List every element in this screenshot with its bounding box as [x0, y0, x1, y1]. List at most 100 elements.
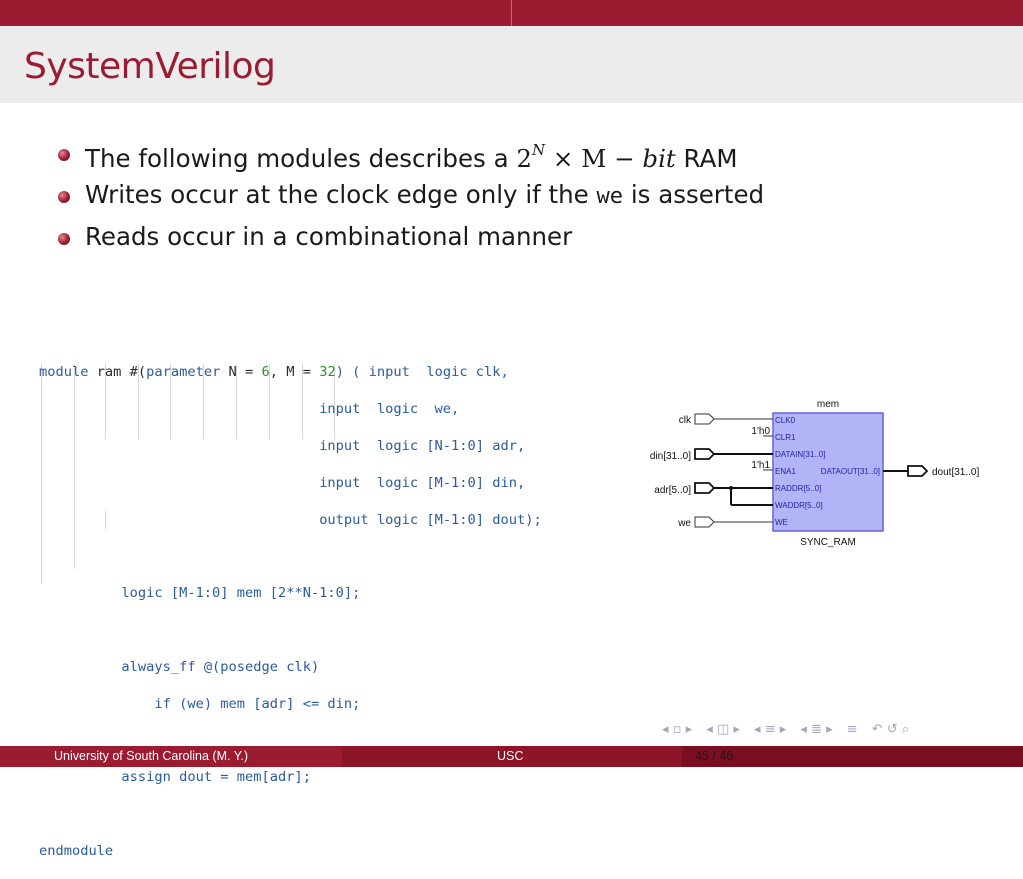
footer-author: University of South Carolina (M. Y.) [54, 749, 249, 763]
banner-divider [511, 0, 512, 26]
footer-segment [342, 746, 682, 767]
nav-toc-icon[interactable]: ≡ [846, 722, 858, 737]
code-line [39, 621, 542, 639]
bullet-text: The following modules describes a [85, 144, 517, 174]
bullet-icon [58, 191, 70, 203]
bullet-icon [58, 149, 70, 161]
pin-shape [694, 482, 716, 494]
indent-guide [269, 364, 270, 439]
code-token: logic [376, 474, 419, 491]
nav-subsection-icon[interactable]: ◂ ≡ ▸ [754, 722, 787, 737]
title-band: SystemVerilog [0, 26, 1023, 103]
block-name: mem [817, 399, 839, 410]
pin-shape [694, 516, 715, 528]
port-label: RADDR[5..0] [775, 484, 821, 493]
nav-section-icon[interactable]: ◂ ◫ ▸ [706, 722, 740, 737]
pin-label: adr[5..0] [654, 485, 691, 496]
bullet-list: The following modules describes a 2N × M… [58, 136, 764, 262]
code-token: [N-1:0] adr, [418, 438, 526, 454]
port-label: CLR1 [775, 433, 796, 442]
slide-title: SystemVerilog [24, 46, 276, 87]
code-line: input logic [N-1:0] adr, [39, 437, 542, 455]
indent-guide [74, 364, 75, 569]
nav-search-icon[interactable]: ↶ ↺ ⌕ [871, 722, 910, 737]
math-rest: × M − [545, 144, 643, 174]
pin-label: din[31..0] [650, 451, 691, 462]
code-line: module ram #(parameter N = 6, M = 32) ( … [39, 363, 542, 381]
indent-guide [41, 364, 42, 584]
code-token: [M-1:0] dout); [418, 511, 542, 528]
code-token: if [154, 695, 171, 712]
pin-label: dout[31..0] [932, 467, 979, 478]
math-bit: bit [642, 144, 676, 174]
indent-guide [170, 364, 171, 439]
code-line: endmodule [39, 842, 542, 860]
indent-guide [203, 364, 204, 439]
code-token: [M-1:0] din, [418, 474, 526, 491]
bullet-text: Reads occur in a combinational manner [85, 222, 573, 251]
math-expression: 2N × M − bit [516, 141, 676, 174]
code-token: [M-1:0] mem [2**N-1:0]; [162, 585, 361, 602]
bullet-item: The following modules describes a 2N × M… [58, 136, 764, 178]
footer-segment [682, 746, 1023, 767]
footer-page-number: 45 / 46 [695, 749, 734, 763]
indent-guide [105, 511, 106, 529]
code-line: assign dout = mem[adr]; [39, 768, 542, 786]
port-label: WADDR[5..0] [775, 501, 823, 510]
port-label: DATAOUT[31..0] [821, 467, 880, 476]
code-token [410, 364, 426, 380]
code-token: output [319, 511, 369, 528]
bullet-text: Writes occur at the clock edge only if t… [85, 180, 597, 209]
bullet-icon [58, 233, 70, 245]
bullet-text-suffix: is asserted [623, 180, 765, 209]
code-line: always_ff @(posedge clk) [39, 658, 542, 676]
code-token: logic [426, 364, 468, 381]
code-token: logic [376, 438, 419, 454]
code-token: logic [121, 585, 163, 602]
math-base: 2 [516, 144, 532, 174]
bullet-text-suffix: RAM [675, 144, 738, 174]
code-token: @(posedge clk) [195, 658, 320, 675]
code-line: input logic we, [39, 400, 542, 418]
indent-guide [302, 364, 303, 439]
code-line: input logic [M-1:0] din, [39, 474, 542, 492]
beamer-nav-bar: ◂ ▫ ▸ ◂ ◫ ▸ ◂ ≡ ▸ ◂ ≣ ▸ ≡ ↶ ↺ ⌕ [662, 722, 919, 737]
nav-frame-prev-icon[interactable]: ◂ ▫ ▸ [662, 722, 693, 737]
rtl-schematic: mem SYNC_RAM CLK0 CLR1 DATAIN[31..0] ENA… [650, 399, 980, 548]
code-token: input [319, 474, 361, 491]
indent-guide [138, 364, 139, 439]
port-label: ENA1 [775, 467, 796, 476]
input-pin-clk: clk [679, 413, 773, 426]
top-banner [0, 0, 1023, 26]
code-token: always_ff [121, 658, 196, 675]
bullet-item: Reads occur in a combinational manner [58, 220, 764, 262]
pin-shape [694, 413, 715, 425]
const-clr: 1'h0 [751, 426, 770, 437]
code-line [39, 805, 542, 823]
block-type: SYNC_RAM [800, 537, 856, 548]
const-ena: 1'h1 [751, 460, 770, 471]
code-token: parameter [146, 364, 221, 381]
footer-institution: USC [497, 749, 524, 763]
code-token: clk, [467, 364, 509, 381]
port-label: WE [775, 518, 788, 527]
ram-block [772, 412, 884, 532]
math-exponent: N [531, 141, 546, 159]
nav-slide-icon[interactable]: ◂ ≣ ▸ [800, 722, 833, 737]
code-token: assign [121, 769, 171, 786]
code-line: output logic [M-1:0] dout); [39, 511, 542, 529]
input-pin-we: we [677, 516, 773, 529]
junction-dot [729, 486, 733, 490]
code-token: module [39, 364, 89, 381]
indent-guide [334, 364, 335, 439]
code-line: if (we) mem [adr] <= din; [39, 695, 542, 713]
code-line [39, 547, 542, 565]
code-token: , M = [269, 364, 320, 381]
code-token: input [319, 438, 361, 454]
code-token: 32 [319, 364, 336, 381]
inline-code: we [596, 184, 624, 209]
indent-guide [236, 364, 237, 439]
pin-shape [907, 465, 929, 477]
port-label: DATAIN[31..0] [775, 450, 825, 459]
input-pin-adr: adr[5..0] [654, 482, 773, 506]
